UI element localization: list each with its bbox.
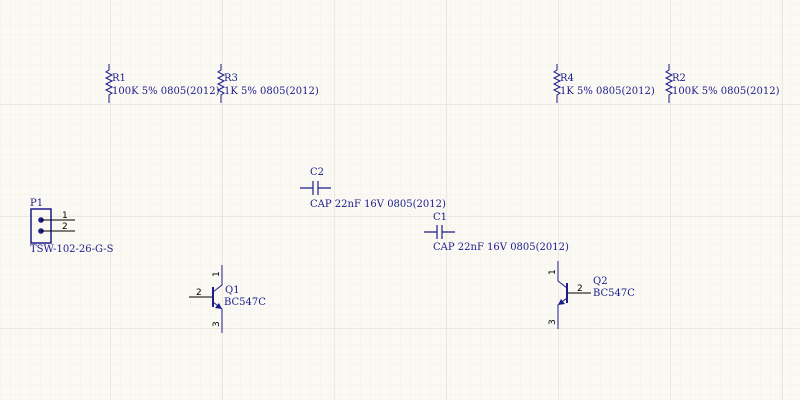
resistor-value: 100K 5% 0805(2012) <box>672 86 780 97</box>
pin-number: 3 <box>548 319 558 325</box>
collector-lead <box>212 265 223 293</box>
connector-pin-leads <box>41 219 75 232</box>
capacitor-symbol <box>300 181 331 195</box>
collector-lead <box>557 261 568 289</box>
resistor-designator: R4 <box>560 73 574 84</box>
capacitor-symbol <box>424 225 455 239</box>
resistor-value: 100K 5% 0805(2012) <box>112 86 220 97</box>
pin-number: 1 <box>62 211 68 221</box>
pin-number: 2 <box>62 222 68 232</box>
resistor-r2[interactable]: R2 100K 5% 0805(2012) <box>664 64 780 103</box>
connector-designator: P1 <box>30 198 43 209</box>
resistor-r1[interactable]: R1 100K 5% 0805(2012) <box>104 64 220 103</box>
emitter-arrow <box>215 303 222 309</box>
connector-value: TSW-102-26-G-S <box>30 244 114 255</box>
pin-number: 1 <box>212 271 222 277</box>
pin-number: 2 <box>196 288 202 298</box>
transistor-designator: Q1 <box>225 285 240 296</box>
transistor-designator: Q2 <box>593 276 608 287</box>
transistor-value: BC547C <box>224 297 266 308</box>
capacitor-designator: C2 <box>310 167 324 178</box>
connector-body <box>30 208 52 244</box>
pin-number: 2 <box>577 284 583 294</box>
resistor-symbol <box>216 64 226 103</box>
capacitor-c2[interactable]: C2 CAP 22nF 16V 0805(2012) <box>300 167 446 210</box>
resistor-designator: R2 <box>672 73 686 84</box>
resistor-r3[interactable]: R3 1K 5% 0805(2012) <box>216 64 319 103</box>
transistor-value: BC547C <box>593 288 635 299</box>
resistor-symbol <box>104 64 114 103</box>
capacitor-c1[interactable]: C1 CAP 22nF 16V 0805(2012) <box>424 212 569 253</box>
resistor-value: 1K 5% 0805(2012) <box>560 86 655 97</box>
pin-number: 1 <box>548 269 558 275</box>
resistor-symbol <box>664 64 674 103</box>
resistor-designator: R3 <box>224 73 238 84</box>
resistor-r4[interactable]: R4 1K 5% 0805(2012) <box>552 64 655 103</box>
resistor-designator: R1 <box>112 73 126 84</box>
emitter-arrow <box>558 299 565 305</box>
resistor-symbol <box>552 64 562 103</box>
transistor-q2[interactable]: 2 1 3 Q2 BC547C <box>548 261 635 329</box>
connector-p1[interactable]: P1 1 2 TSW-102-26-G-S <box>30 198 114 255</box>
capacitor-value: CAP 22nF 16V 0805(2012) <box>433 242 569 253</box>
pin-number: 3 <box>212 321 222 327</box>
capacitor-value: CAP 22nF 16V 0805(2012) <box>310 199 446 210</box>
resistor-value: 1K 5% 0805(2012) <box>224 86 319 97</box>
capacitor-designator: C1 <box>433 212 447 223</box>
transistor-q1[interactable]: 2 1 3 Q1 BC547C <box>189 265 266 333</box>
